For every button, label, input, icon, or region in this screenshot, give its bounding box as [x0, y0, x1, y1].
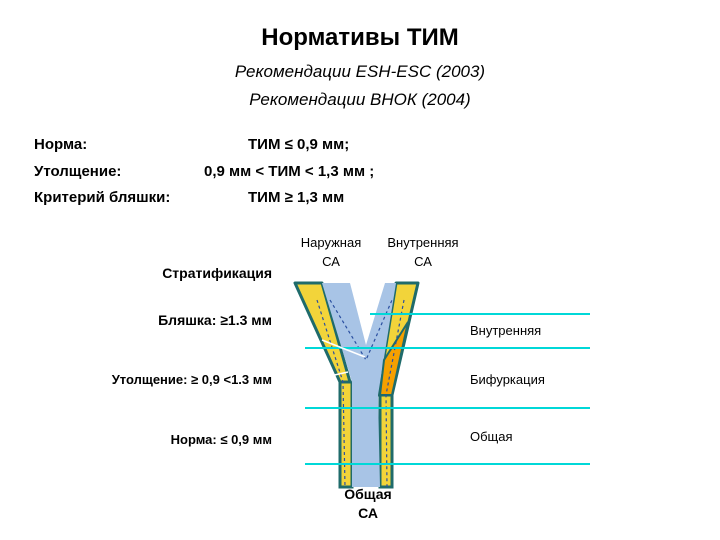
internal-ca-label-line2: СА	[414, 254, 432, 269]
criterion-norm-value: ТИМ ≤ 0,9 мм;	[248, 136, 350, 153]
segment-common-label: Общая	[470, 429, 513, 444]
criterion-thickening-label: Утолщение:	[34, 163, 122, 180]
external-ca-label-line2: СА	[322, 254, 340, 269]
stratification-norm: Норма: ≤ 0,9 мм	[170, 432, 272, 447]
external-ca-label-line1: Наружная	[300, 235, 362, 250]
criterion-plaque-label: Критерий бляшки:	[34, 189, 171, 206]
common-ca-wall-left	[338, 380, 354, 489]
lumen-dashed-outline-right	[385, 299, 405, 488]
common-ca-label-line2: СА	[358, 505, 378, 521]
stratification-thickening: Утолщение: ≥ 0,9 <1.3 мм	[111, 372, 272, 387]
criterion-plaque-value: ТИМ ≥ 1,3 мм	[248, 189, 345, 206]
subtitle-vnok: Рекомендации ВНОК (2004)	[249, 90, 471, 109]
callout-line-1	[321, 339, 366, 358]
callout-line-2	[329, 371, 349, 377]
stratification-title: Стратификация	[162, 265, 272, 281]
segment-bifurcation-label: Бифуркация	[470, 372, 545, 387]
common-ca-label-line1: Общая	[344, 486, 392, 502]
subtitle-esh-esc: Рекомендации ESH-ESC (2003)	[234, 62, 486, 81]
lumen-dashed-outline-left	[316, 299, 346, 488]
page-title: Нормативы ТИМ	[261, 24, 459, 51]
segment-internal-label: Внутренняя	[470, 323, 542, 338]
criterion-thickening-value: 0,9 мм < ТИМ < 1,3 мм ;	[204, 163, 375, 180]
criterion-norm-label: Норма:	[34, 136, 88, 153]
stratification-plaque: Бляшка: ≥1.3 мм	[158, 312, 272, 328]
internal-ca-label-line1: Внутренняя	[387, 235, 459, 250]
